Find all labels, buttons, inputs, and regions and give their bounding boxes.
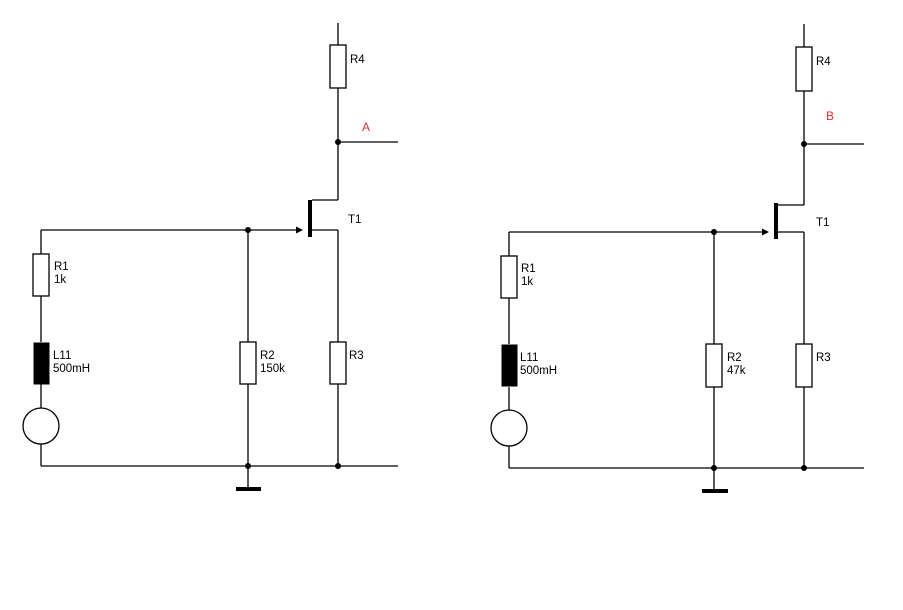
circuit-b-l11-inductor [501,344,518,387]
circuit-a-r2-label: R2 [260,350,275,362]
circuit-a-r3-label: R3 [349,350,364,362]
circuit-a-r3-resistor [329,341,347,385]
circuit-a-r1-resistor [32,253,50,297]
circuit-b-wires [508,24,864,489]
circuit-b-r1-label: R1 [521,263,536,275]
circuit-a-r4-resistor [329,44,347,89]
circuit-b-t1-label: T1 [816,217,829,229]
circuit-b-r2-label: R2 [727,352,742,364]
circuit-a-r2-resistor [239,341,257,385]
circuit-a-t1-label: T1 [348,214,361,226]
circuit-b-node-label: B [826,109,834,123]
circuit-a-l11-inductor [33,342,50,385]
circuit-a-r1-value: 1k [54,274,66,286]
circuit-b-r3-resistor [795,343,813,388]
circuit-b-l11-label: L11 [520,352,538,364]
circuit-a-l11-value: 500mH [53,363,90,375]
circuit-b: R4 B T1 R1 1k L11 500mH R2 47k R3 [490,24,864,493]
circuit-b-r1-value: 1k [521,276,533,288]
circuit-a-node-label: A [362,120,370,134]
circuit-b-junction [801,141,807,147]
circuit-a-r1-label: R1 [54,261,69,273]
circuit-a: R4 A T1 R1 1k L11 500mH R2 150k R3 [22,23,398,491]
circuit-b-junction [801,465,807,471]
circuit-a-l11-label: L11 [53,350,71,362]
circuit-b-r2-value: 47k [727,365,746,377]
circuit-b-l11-value: 500mH [520,365,557,377]
circuit-b-r3-label: R3 [816,352,831,364]
circuit-a-transistor-t1 [296,200,312,237]
circuit-b-r4-label: R4 [816,56,831,68]
circuit-b-junction [711,465,717,471]
circuit-a-wires [40,23,398,487]
circuit-a-junction [335,463,341,469]
circuit-a-junction [335,139,341,145]
circuit-b-voltage-source [490,409,528,447]
circuit-a-r4-label: R4 [350,54,365,66]
circuit-a-junction [245,227,251,233]
circuit-b-r2-resistor [705,343,723,388]
circuit-a-r2-value: 150k [260,363,285,375]
circuit-b-junction [711,229,717,235]
circuit-b-r4-resistor [795,46,813,92]
circuit-a-junction [245,463,251,469]
circuit-b-r1-resistor [500,255,518,299]
circuit-a-voltage-source [22,407,60,445]
circuit-b-transistor-t1 [762,203,778,239]
